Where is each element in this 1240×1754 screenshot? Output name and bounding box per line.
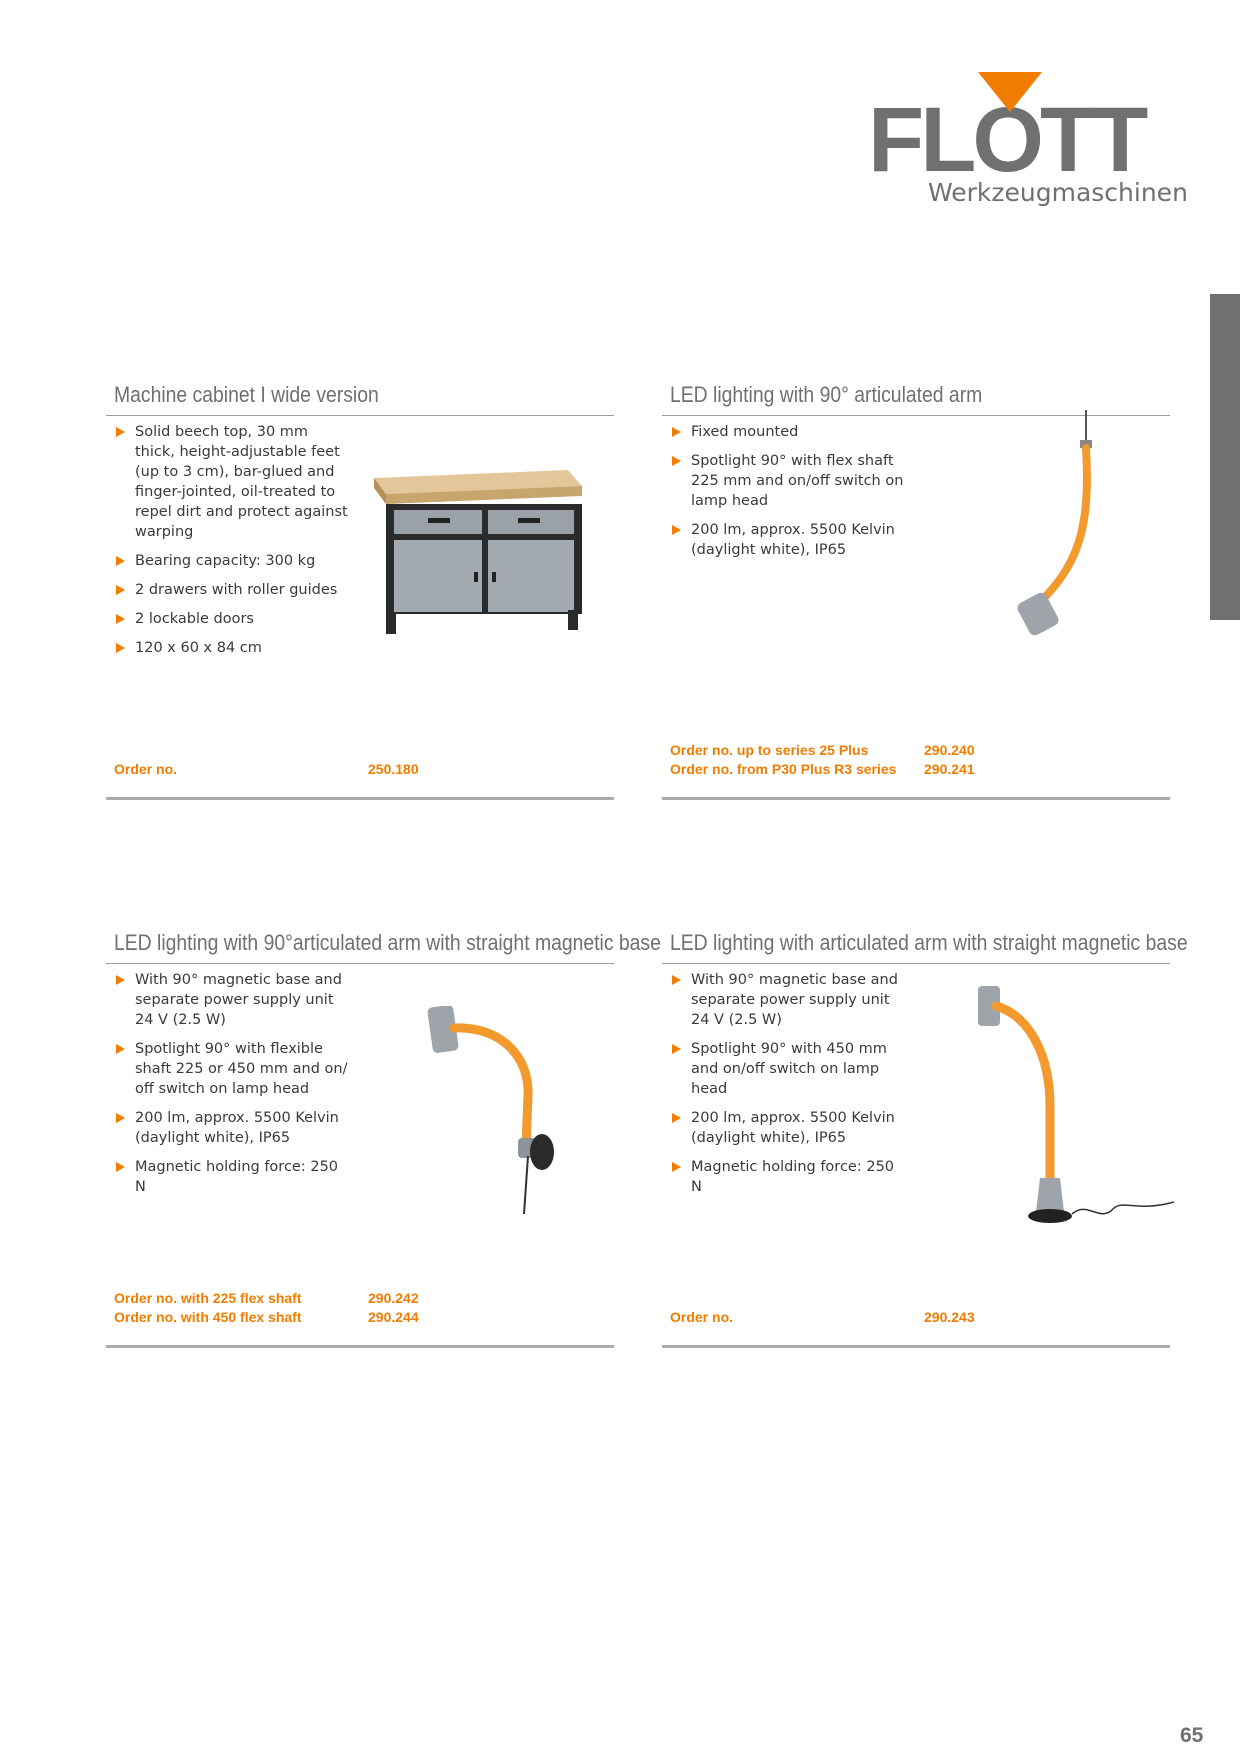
order-row: Order no. from P30 Plus R3 series 290.24… (670, 761, 1160, 780)
product-led-90-magnetic-base: LED lighting with 90°articulated arm wit… (106, 930, 661, 1348)
section-bottom-rule (662, 1345, 1170, 1348)
bullet-triangle-icon (672, 456, 681, 466)
bullet-triangle-icon (672, 427, 681, 437)
led-lamp-fixed-image (1017, 410, 1092, 636)
product-led-straight-magnetic-base: LED lighting with articulated arm with s… (662, 930, 1188, 1348)
order-number: 290.243 (924, 1309, 975, 1325)
title-rule (662, 963, 1170, 964)
order-numbers: Order no. up to series 25 Plus 290.240 O… (670, 742, 1160, 780)
feature-item: 200 lm, approx. 5500 Kelvin (daylight wh… (670, 520, 906, 560)
order-row: Order no. 250.180 (114, 761, 604, 780)
feature-list: With 90° magnetic base and separate powe… (670, 970, 906, 1206)
feature-item: 2 drawers with roller guides (114, 580, 350, 600)
product-led-articulated-arm: LED lighting with 90° articulated arm Fi… (662, 382, 1170, 800)
section-bottom-rule (106, 1345, 614, 1348)
led-lamp-magnetic-90-image (427, 1006, 554, 1215)
bullet-triangle-icon (116, 1044, 125, 1054)
feature-list: Fixed mounted Spotlight 90° with flex sh… (670, 422, 906, 569)
machine-cabinet-image (374, 470, 582, 634)
bullet-triangle-icon (672, 1162, 681, 1172)
side-tab-marker (1210, 294, 1240, 620)
order-number: 290.241 (924, 761, 975, 777)
feature-item: 200 lm, approx. 5500 Kelvin (daylight wh… (114, 1108, 350, 1148)
bullet-triangle-icon (672, 1113, 681, 1123)
section-title: LED lighting with 90° articulated arm (670, 382, 983, 407)
feature-item: Spotlight 90° with flexible shaft 225 or… (114, 1039, 350, 1099)
feature-item: Spotlight 90° with 450 mm and on/off swi… (670, 1039, 906, 1099)
section-title: LED lighting with articulated arm with s… (670, 930, 1188, 955)
bullet-triangle-icon (116, 643, 125, 653)
product-machine-cabinet: Machine cabinet I wide version Solid bee… (106, 382, 614, 800)
flott-logo: FLOTT Werkzeugmaschinen (868, 72, 1188, 212)
section-bottom-rule (106, 797, 614, 800)
feature-list: Solid beech top, 30 mm thick, height-adj… (114, 422, 350, 667)
order-number: 250.180 (368, 761, 419, 777)
feature-item: Fixed mounted (670, 422, 906, 442)
bullet-triangle-icon (672, 1044, 681, 1054)
order-label: Order no. up to series 25 Plus (670, 742, 869, 758)
page-number: 65 (1180, 1724, 1204, 1747)
feature-item: Spotlight 90° with flex shaft 225 mm and… (670, 451, 906, 511)
feature-list: With 90° magnetic base and separate powe… (114, 970, 350, 1206)
feature-item: 200 lm, approx. 5500 Kelvin (daylight wh… (670, 1108, 906, 1148)
bullet-triangle-icon (116, 556, 125, 566)
feature-item: 120 x 60 x 84 cm (114, 638, 350, 658)
order-number: 290.242 (368, 1290, 419, 1306)
order-number: 290.240 (924, 742, 975, 758)
order-number: 290.244 (368, 1309, 419, 1325)
feature-item: With 90° magnetic base and separate powe… (670, 970, 906, 1030)
order-numbers: Order no. with 225 flex shaft 290.242 Or… (114, 1290, 604, 1328)
order-label: Order no. (114, 761, 178, 777)
order-row: Order no. with 225 flex shaft 290.242 (114, 1290, 604, 1309)
feature-item: Solid beech top, 30 mm thick, height-adj… (114, 422, 350, 542)
order-label: Order no. (670, 1309, 734, 1325)
logo-tagline: Werkzeugmaschinen (928, 178, 1188, 207)
bullet-triangle-icon (116, 1162, 125, 1172)
order-label: Order no. from P30 Plus R3 series (670, 761, 897, 777)
order-row: Order no. with 450 flex shaft 290.244 (114, 1309, 604, 1328)
feature-item: With 90° magnetic base and separate powe… (114, 970, 350, 1030)
order-numbers: Order no. 290.243 (670, 1309, 1160, 1328)
bullet-triangle-icon (116, 585, 125, 595)
bullet-triangle-icon (672, 975, 681, 985)
title-rule (662, 415, 1170, 416)
order-numbers: Order no. 250.180 (114, 761, 604, 780)
section-bottom-rule (662, 797, 1170, 800)
feature-item: Bearing capacity: 300 kg (114, 551, 350, 571)
order-row: Order no. 290.243 (670, 1309, 1160, 1328)
feature-item: Magnetic holding force: 250 N (670, 1157, 906, 1197)
logo-triangle-icon (978, 72, 1042, 112)
order-label: Order no. with 450 flex shaft (114, 1309, 302, 1325)
title-rule (106, 963, 614, 964)
feature-item: Magnetic holding force: 250 N (114, 1157, 350, 1197)
bullet-triangle-icon (116, 427, 125, 437)
bullet-triangle-icon (672, 525, 681, 535)
bullet-triangle-icon (116, 614, 125, 624)
feature-item: 2 lockable doors (114, 609, 350, 629)
bullet-triangle-icon (116, 1113, 125, 1123)
title-rule (106, 415, 614, 416)
bullet-triangle-icon (116, 975, 125, 985)
section-title: Machine cabinet I wide version (114, 382, 379, 407)
led-lamp-straight-magnetic-image (978, 986, 1175, 1223)
section-title: LED lighting with 90°articulated arm wit… (114, 930, 661, 955)
order-row: Order no. up to series 25 Plus 290.240 (670, 742, 1160, 761)
order-label: Order no. with 225 flex shaft (114, 1290, 302, 1306)
